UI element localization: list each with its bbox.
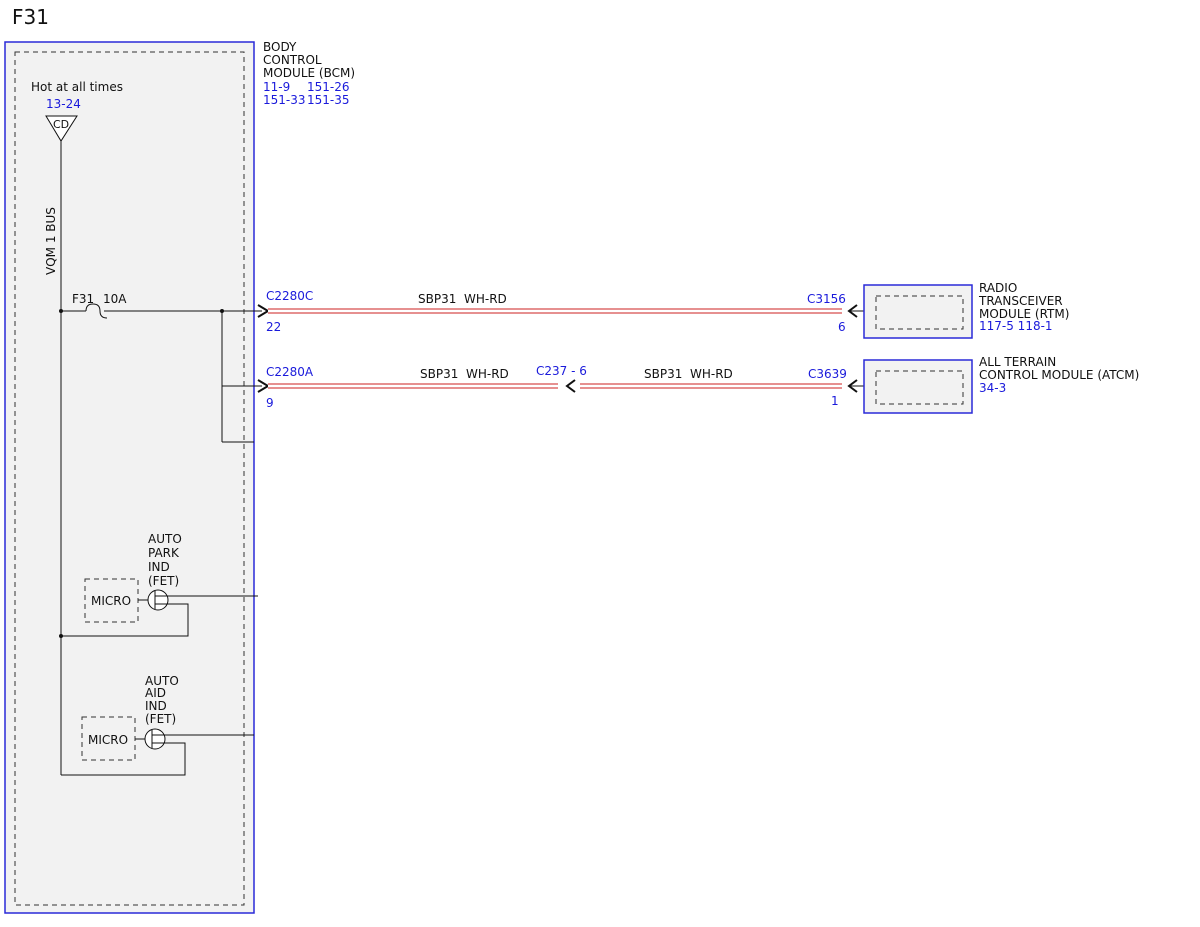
page-title: F31 [12, 5, 49, 29]
supply-terminal-label: CD [53, 118, 69, 131]
rtm-refs[interactable]: 117-5 118-1 [979, 319, 1053, 333]
bcm-name-line-3: MODULE (BCM) [263, 66, 355, 80]
connector-c2280a-label[interactable]: C2280A [266, 365, 314, 379]
connector-c2280c-pin: 22 [266, 320, 281, 334]
atcm-inner-dashed [875, 370, 964, 405]
inline-connector-c237-label[interactable]: C237 - 6 [536, 364, 587, 378]
driver-1-name-line-1: AUTO [148, 532, 182, 546]
wire-sbp31-circuit-2b[interactable] [580, 383, 842, 389]
bcm-inner-dashed [14, 51, 245, 906]
driver-2-supply-line [61, 742, 186, 776]
connector-c3156-label[interactable]: C3156 [807, 292, 846, 306]
wire-label-circuit-2b: SBP31 WH-RD [644, 367, 733, 381]
wire-sbp31-circuit-2a[interactable] [268, 383, 558, 389]
rtm-name-line-2: TRANSCEIVER [978, 294, 1063, 308]
bcm-name-line-1: BODY [263, 40, 297, 54]
driver-1-name-line-4: (FET) [148, 574, 179, 588]
driver-1-supply-line [61, 603, 189, 637]
bus-label: VQM 1 BUS [44, 207, 58, 275]
connector-c3639-pin: 1 [831, 394, 839, 408]
driver-1-micro-label: MICRO [91, 594, 131, 608]
driver-2-name-line-2: AID [145, 686, 166, 700]
bcm-ref-1[interactable]: 11-9 [263, 80, 290, 94]
wire-label-circuit-1: SBP31 WH-RD [418, 292, 507, 306]
atcm-refs[interactable]: 34-3 [979, 381, 1006, 395]
bcm-ref-2[interactable]: 151-26 [307, 80, 350, 94]
driver-2-fet-icon [144, 728, 166, 750]
rtm-module-box[interactable] [863, 284, 973, 339]
driver-2-micro-label: MICRO [88, 733, 128, 747]
connector-c3156-pin: 6 [838, 320, 846, 334]
connector-c2280a-pin: 9 [266, 396, 274, 410]
wire-sbp31-circuit-1[interactable] [268, 308, 842, 314]
fuse-name: F31 [72, 292, 94, 306]
rtm-name-line-1: RADIO [979, 281, 1017, 295]
splice-dot-fuse [59, 309, 63, 313]
supply-ref[interactable]: 13-24 [46, 97, 81, 111]
atcm-name-line-1: ALL TERRAIN [979, 355, 1056, 369]
driver-1-name-line-3: IND [148, 560, 170, 574]
bcm-module-box[interactable] [4, 41, 255, 914]
fuse-rating: 10A [103, 292, 127, 306]
atcm-module-box[interactable] [863, 359, 973, 414]
wire-label-circuit-2a: SBP31 WH-RD [420, 367, 509, 381]
driver-1-fet-icon [147, 589, 169, 611]
connector-c3639-label[interactable]: C3639 [808, 367, 847, 381]
rtm-inner-dashed [875, 295, 964, 330]
bcm-ref-3[interactable]: 151-33 [263, 93, 306, 107]
inline-connector-c237-arrow-icon [565, 379, 576, 393]
rtm-name-line-3: MODULE (RTM) [979, 307, 1069, 321]
supply-label: Hot at all times [31, 80, 123, 94]
connector-c2280c-label[interactable]: C2280C [266, 289, 313, 303]
bcm-name-line-2: CONTROL [263, 53, 322, 67]
driver-2-name-line-3: IND [145, 699, 167, 713]
bcm-ref-4[interactable]: 151-35 [307, 93, 350, 107]
driver-1-name-line-2: PARK [148, 546, 180, 560]
atcm-name-line-2: CONTROL MODULE (ATCM) [979, 368, 1139, 382]
driver-2-name-line-1: AUTO [145, 674, 179, 688]
driver-2-name-line-4: (FET) [145, 712, 176, 726]
supply-terminal-icon [45, 115, 78, 142]
splice-dot-driver-1 [59, 634, 63, 638]
fuse-icon [85, 303, 108, 319]
